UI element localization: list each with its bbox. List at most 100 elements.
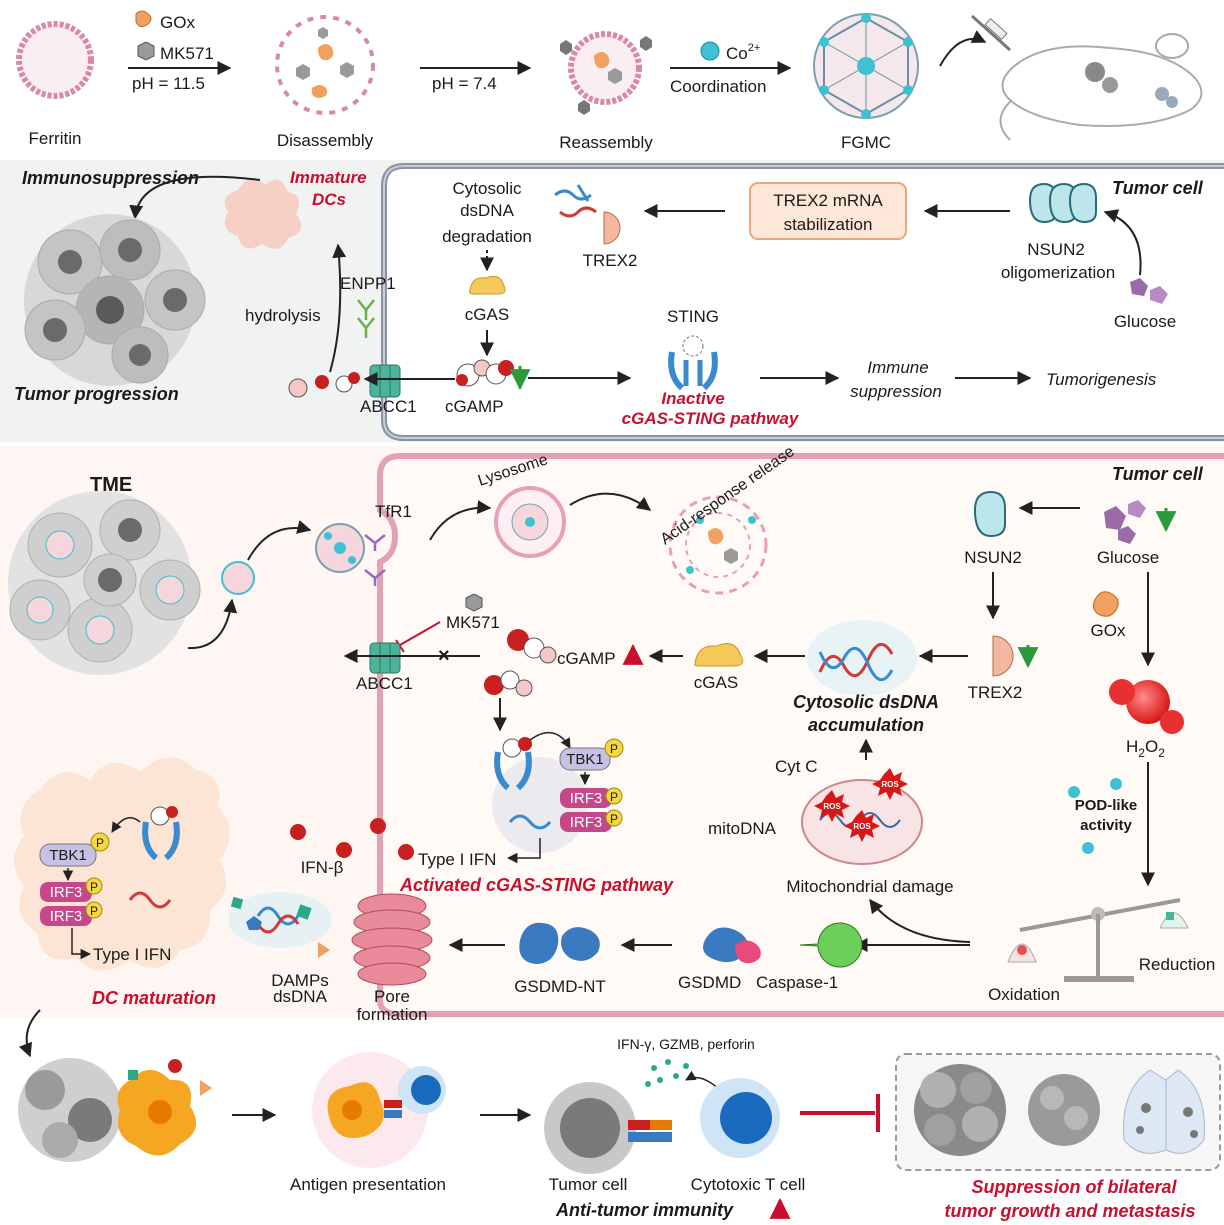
gox-icon (135, 10, 152, 28)
fgmc-particle-icon (221, 561, 255, 595)
dc-tbk1-phospho-icon (90, 832, 110, 852)
tumor-cell-label-upper: Tumor cell (1112, 178, 1204, 198)
small-tumor-icon (1028, 1074, 1100, 1146)
arrow-acid-release (569, 492, 652, 511)
gox-legend-label: GOx (160, 13, 195, 32)
svg-text:P: P (90, 880, 98, 894)
svg-text:P: P (610, 812, 618, 826)
tbk1-phospho-icon (604, 738, 624, 758)
mitodna-label: mitoDNA (708, 819, 777, 838)
abcc1-label: ABCC1 (360, 397, 417, 416)
svg-text:P: P (90, 904, 98, 918)
ctl-label: Cytotoxic T cell (691, 1175, 806, 1194)
tumor-cell-label-lower: Tumor cell (1112, 464, 1204, 484)
immature-dcs-label-2: DCs (312, 190, 346, 209)
cgamp-label-lower: cGAMP (557, 649, 616, 668)
reassembly-icon (560, 31, 652, 115)
sting-inactive-icon (668, 335, 718, 391)
damps-icon (228, 892, 332, 958)
sting-label: STING (667, 307, 719, 326)
irf3-box-1 (560, 788, 612, 808)
immune-label-1: Immune (867, 358, 928, 377)
disassembly-icon (275, 15, 375, 115)
abcc1-transporter-icon-lower (369, 642, 401, 674)
ifn-beta-label: IFN-β (301, 858, 344, 877)
gox-icon-lower (1092, 591, 1119, 617)
glucose-icon-upper (1130, 278, 1168, 304)
pore-icon (351, 893, 433, 986)
tfr1-receptor-icon (364, 534, 386, 586)
cytc-label: Cyt C (775, 757, 818, 776)
antigen-presentation-icon (312, 1052, 446, 1168)
dc-type1-ifn-label: Type I IFN (93, 945, 171, 964)
lysosome-icon (494, 486, 566, 558)
cobalt-dot-1 (1068, 786, 1080, 798)
ifn-molecule-icon (398, 844, 414, 860)
inactive-label-1: Inactive (661, 389, 724, 408)
dc-tbk1-box (39, 843, 97, 867)
tumor-cell-kill-icon (544, 1082, 672, 1174)
trex2-label: TREX2 (583, 251, 638, 270)
enpp1-receptor-icon (357, 299, 375, 338)
trex2-icon (603, 211, 621, 245)
oxidation-label: Oxidation (988, 985, 1060, 1004)
dc-irf3-box-1 (40, 882, 92, 902)
pore-label-2: formation (357, 1005, 428, 1024)
trex2-mrna-box (749, 182, 907, 240)
tumor-cell-label-bottom: Tumor cell (549, 1175, 628, 1194)
co-legend-label: Co2+ (726, 42, 760, 63)
cytosolic-label-2: dsDNA (460, 201, 515, 220)
ctl-icon (700, 1078, 780, 1158)
arrow-immunosuppression (129, 175, 261, 220)
pod-label-2: activity (1080, 817, 1132, 834)
gsdmd-label: GSDMD (678, 973, 741, 992)
svg-text:ROS: ROS (853, 822, 871, 831)
immature-dc-icon (224, 178, 302, 249)
acid-release-icon (668, 495, 768, 595)
gsdmd-nt-icon (519, 922, 600, 964)
bottom-row: Antigen presentation IFN-γ, GZMB, perfor… (18, 1009, 1221, 1221)
dc-sting-icon (142, 806, 180, 861)
cgas-icon (469, 275, 506, 295)
cgamp-label: cGAMP (445, 397, 504, 416)
dc-irf3-phospho-icon-1 (85, 877, 103, 895)
irf3-label-2: IRF3 (570, 814, 603, 831)
cobalt-dot-2 (1110, 778, 1122, 790)
irf3-phospho-icon-2 (605, 809, 623, 827)
arrow-tme-uptake (187, 598, 238, 650)
mature-dc-cluster-icon (18, 1058, 212, 1162)
fgmc-nanocage-icon (813, 13, 919, 119)
caspase1-icon (799, 922, 863, 968)
nsun2-label-1: NSUN2 (1027, 240, 1085, 259)
ferritin-label: Ferritin (29, 129, 82, 148)
dna-fragments-icon (554, 184, 597, 218)
anti-tumor-label: Anti-tumor immunity (555, 1200, 734, 1220)
glucose-label-upper: Glucose (1114, 312, 1176, 331)
mk571-icon-lower (465, 593, 483, 612)
reassembly-label: Reassembly (559, 133, 653, 152)
abcc1-label-lower: ABCC1 (356, 674, 413, 693)
svg-text:ROS: ROS (823, 802, 841, 811)
glucose-icon-lower (1104, 500, 1146, 544)
tumor-mass-icon (914, 1064, 1006, 1156)
cobalt-icon (700, 41, 720, 61)
tme-tumor-cluster-icon (8, 491, 201, 675)
syringe-icon (970, 14, 1012, 52)
cgas-icon-lower (694, 643, 744, 667)
dc-tbk1-label: TBK1 (49, 847, 87, 864)
suppression-label-1: Suppression of bilateral (971, 1177, 1177, 1197)
tumor-cell-membrane-lower (377, 453, 1224, 1017)
cytosolic-label-1: Cytosolic (453, 179, 522, 198)
svg-text:ROS: ROS (881, 780, 899, 789)
upper-panel: Immunosuppression Immature DCs Tumor pro… (0, 160, 1224, 442)
dc-dna-icon (128, 891, 172, 909)
gsdmd-nt-label: GSDMD-NT (514, 977, 606, 996)
dc-irf3-phospho-icon-2 (85, 901, 103, 919)
ifn-beta-dot-2 (336, 842, 352, 858)
hydrolysis-label: hydrolysis (245, 306, 321, 325)
arrow-to-tfr1 (247, 520, 312, 561)
arrow-glucose-nsun2 (1103, 209, 1142, 276)
arrow-injection (939, 30, 987, 67)
trex2-mrna-label-2: stabilization (784, 215, 873, 234)
irf3-phospho-icon-1 (605, 787, 623, 805)
